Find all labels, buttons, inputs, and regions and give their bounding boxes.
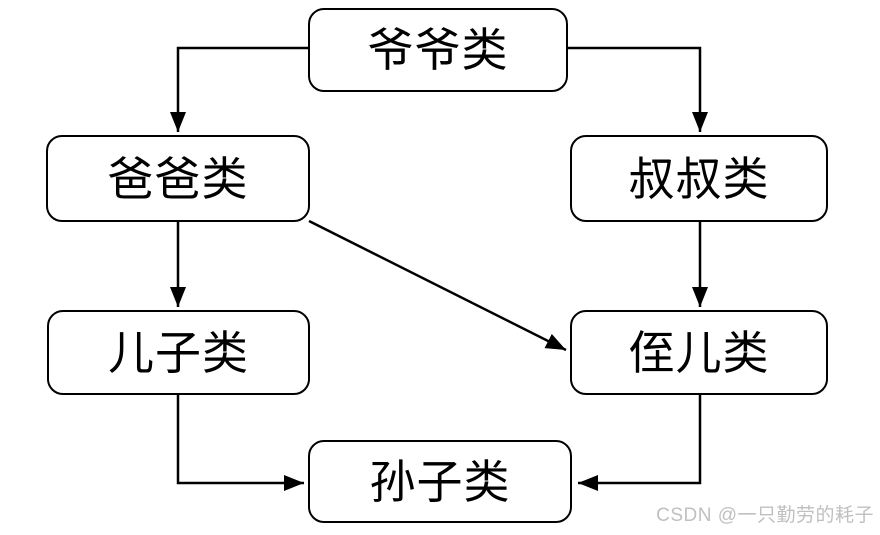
node-father-label: 爸爸类 — [107, 152, 249, 205]
node-grandson-label: 孙子类 — [369, 455, 511, 508]
csdn-watermark: CSDN @一只勤劳的耗子 — [656, 505, 874, 526]
node-grandfather-class: 爷爷类 — [308, 8, 568, 92]
edge-grandfather-father — [170, 46, 308, 132]
node-father-class: 爸爸类 — [46, 135, 310, 222]
node-nephew-class: 侄儿类 — [570, 310, 828, 395]
node-grandson-class: 孙子类 — [308, 440, 572, 523]
edge-son-grandson — [176, 395, 304, 491]
node-nephew-label: 侄儿类 — [628, 326, 770, 379]
node-uncle-label: 叔叔类 — [628, 152, 770, 205]
edge-nephew-grandson — [578, 395, 702, 491]
node-uncle-class: 叔叔类 — [570, 135, 828, 222]
node-grandfather-label: 爷爷类 — [367, 24, 509, 76]
edge-grandfather-uncle — [568, 46, 708, 132]
edge-father-nephew — [308, 219, 567, 352]
node-son-label: 儿子类 — [108, 326, 249, 379]
node-son-class: 儿子类 — [47, 310, 310, 395]
